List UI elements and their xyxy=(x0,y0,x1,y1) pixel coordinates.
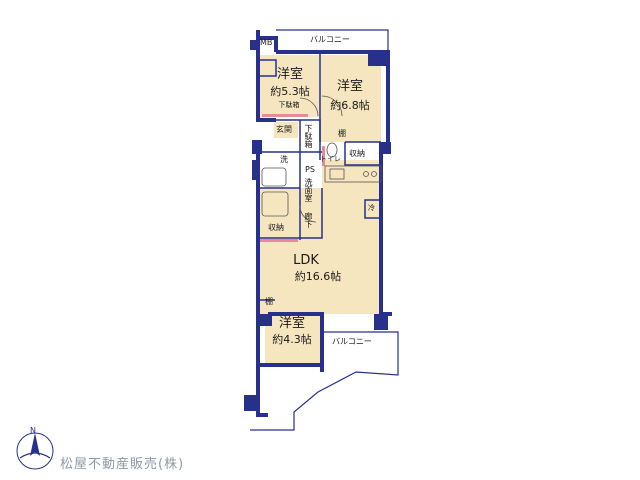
pillar xyxy=(250,40,260,50)
watermark: 松屋不動産販売(株) xyxy=(60,457,185,472)
interior-wall xyxy=(274,119,321,160)
corridor-label: 廊下 xyxy=(304,212,313,228)
kitchen-counter xyxy=(324,165,382,183)
shelf-top-label: 棚 xyxy=(338,129,346,138)
balcony-top-label: バルコニー xyxy=(310,35,350,44)
pillar xyxy=(260,314,272,326)
interior-wall xyxy=(364,199,382,219)
pillar xyxy=(252,160,260,180)
ldk-size: 約16.6帖 xyxy=(294,270,342,283)
genkan-floor xyxy=(274,122,298,138)
shelf-bottom-label: 棚 xyxy=(265,297,273,306)
western-north-closet: 下駄箱 xyxy=(278,101,300,109)
floor-fills xyxy=(258,55,381,366)
accent-strips xyxy=(258,114,325,242)
door-swing xyxy=(299,205,317,223)
storage-west-label: 収納 xyxy=(268,223,284,232)
western-north-name: 洋室 xyxy=(276,67,304,82)
western-south-name: 洋室 xyxy=(278,316,306,331)
ldk-floor xyxy=(258,188,381,314)
western-north-floor xyxy=(258,55,320,117)
pillars xyxy=(244,40,391,411)
pillar xyxy=(244,395,260,411)
pillar xyxy=(379,142,391,154)
toilet-fixture xyxy=(326,142,338,158)
pillar xyxy=(252,140,262,154)
western-south-size: 約4.3帖 xyxy=(272,333,312,346)
western-east-name: 洋室 xyxy=(336,79,364,94)
stove-burner xyxy=(371,171,377,177)
outer-wall xyxy=(268,312,324,372)
compass-north-label: N xyxy=(30,426,36,435)
interior-walls xyxy=(258,52,382,301)
genkan-label: 玄関 xyxy=(276,125,292,134)
western-east-floor xyxy=(320,55,381,142)
western-south-floor xyxy=(265,314,321,366)
outer-wall xyxy=(256,140,268,417)
outer-wall xyxy=(379,142,392,316)
interior-wall xyxy=(258,188,323,239)
accent-strip xyxy=(322,146,325,166)
wash-label: 洗 xyxy=(280,155,288,164)
washroom-label: 洗面室 xyxy=(304,178,313,202)
pillar xyxy=(374,314,388,330)
outer-wall xyxy=(276,50,390,142)
sink xyxy=(329,168,345,180)
interior-wall xyxy=(258,59,277,77)
accent-strip xyxy=(262,114,308,117)
fridge-label: 冷 xyxy=(368,204,375,212)
western-east-size: 約6.8帖 xyxy=(330,99,370,112)
washbasin xyxy=(261,191,289,217)
door-swing xyxy=(299,97,319,117)
mb-label: MB xyxy=(260,38,273,47)
ps-label: PS xyxy=(305,165,315,174)
door-swing xyxy=(321,95,343,117)
storage-east-label: 収納 xyxy=(349,149,365,158)
interior-wall xyxy=(344,142,381,166)
fixtures xyxy=(261,95,382,223)
ldk-name: LDK xyxy=(293,253,319,268)
stove-burner xyxy=(363,171,369,177)
bath-unit xyxy=(261,167,287,187)
shoe-closet-label: 下駄箱 xyxy=(304,124,313,148)
balcony-bottom-outline xyxy=(250,331,399,431)
compass-icon xyxy=(16,432,54,470)
balcony-top-outline xyxy=(276,29,389,52)
balcony-bottom-label: バルコニー xyxy=(332,337,372,346)
balconies xyxy=(250,29,399,431)
accent-strip xyxy=(258,239,298,242)
western-north-size: 約5.3帖 xyxy=(270,85,310,98)
pillar xyxy=(368,52,386,66)
toilet-label: トイレ xyxy=(320,155,341,163)
